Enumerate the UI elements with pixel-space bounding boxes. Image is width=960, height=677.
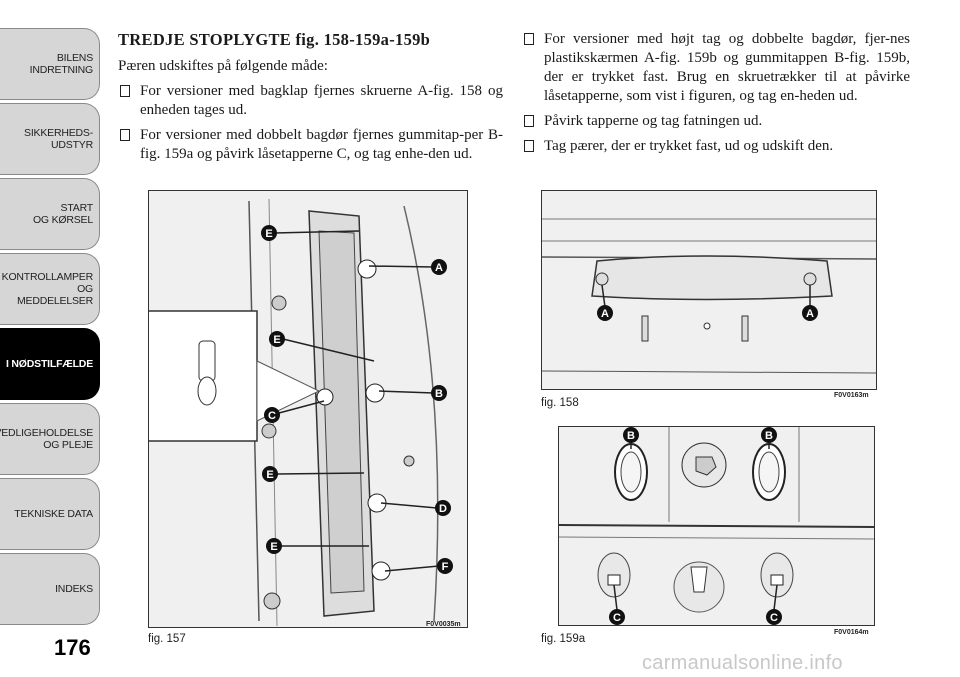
list-item: For versioner med bagklap fjernes skruer… bbox=[118, 82, 503, 120]
figure-157-code: F0V0035m bbox=[426, 621, 461, 628]
figure-158-caption: fig. 158 bbox=[541, 397, 579, 409]
callout-label: B bbox=[627, 430, 635, 442]
figure-157: E A E B C E D E F bbox=[148, 190, 468, 628]
double-door-light-illustration: B B C C bbox=[559, 427, 874, 625]
tab-label: I NØDSTILFÆLDE bbox=[5, 358, 93, 370]
figure-157-caption: fig. 157 bbox=[148, 633, 186, 645]
tab-label: KONTROLLAMPER OG MEDDELELSER bbox=[1, 271, 94, 307]
intro-text: Pæren udskiftes på følgende måde: bbox=[118, 58, 328, 74]
tab-label: START OG KØRSEL bbox=[32, 202, 93, 226]
tab-label: TEKNISKE DATA bbox=[14, 508, 93, 520]
tab-label: INDEKS bbox=[55, 583, 93, 595]
callout-label: C bbox=[770, 612, 778, 624]
left-bullet-list: For versioner med bagklap fjernes skruer… bbox=[118, 82, 503, 164]
tab-label: VEDLIGEHOLDELSE OG PLEJE bbox=[0, 427, 93, 451]
tab-label: SIKKERHEDS- UDSTYR bbox=[24, 127, 93, 151]
stop-light-illustration: E A E B C E D E F bbox=[149, 191, 467, 627]
callout-label: A bbox=[435, 262, 443, 274]
roof-light-illustration: A A bbox=[542, 191, 876, 389]
callout-label: B bbox=[765, 430, 773, 442]
callout-label: F bbox=[442, 561, 449, 573]
right-column: For versioner med højt tag og dobbelte b… bbox=[522, 30, 910, 156]
figure-158-code: F0V0163m bbox=[834, 392, 869, 399]
tab-i-nodstilfaelde[interactable]: I NØDSTILFÆLDE bbox=[0, 328, 100, 400]
callout-label: A bbox=[601, 308, 609, 320]
tab-sikkerhedsudstyr[interactable]: SIKKERHEDS- UDSTYR bbox=[0, 103, 100, 175]
callout-label: B bbox=[435, 388, 443, 400]
list-item: Tag pærer, der er trykket fast, ud og ud… bbox=[522, 137, 910, 156]
figure-159a: B B C C bbox=[558, 426, 875, 626]
callout-label: E bbox=[266, 469, 273, 481]
tab-label: BILENS INDRETNING bbox=[29, 52, 94, 76]
page-number: 176 bbox=[54, 635, 91, 660]
tab-start-og-korsel[interactable]: START OG KØRSEL bbox=[0, 178, 100, 250]
tab-vedligeholdelse[interactable]: VEDLIGEHOLDELSE OG PLEJE bbox=[0, 403, 100, 475]
figure-159a-caption: fig. 159a bbox=[541, 633, 586, 645]
tab-tekniske-data[interactable]: TEKNISKE DATA bbox=[0, 478, 100, 550]
callout-label: E bbox=[265, 228, 272, 240]
figure-158: A A bbox=[541, 190, 877, 390]
section-title: TREDJE STOPLYGTE fig. 158-159a-159b bbox=[118, 30, 431, 49]
watermark: carmanualsonline.info bbox=[642, 652, 843, 674]
callout-label: D bbox=[439, 503, 447, 515]
callout-label: C bbox=[268, 410, 276, 422]
list-item: For versioner med dobbelt bagdør fjernes… bbox=[118, 126, 503, 164]
right-bullet-list: For versioner med højt tag og dobbelte b… bbox=[522, 30, 910, 156]
list-item: Påvirk tapperne og tag fatningen ud. bbox=[522, 112, 910, 131]
tab-kontrollamper[interactable]: KONTROLLAMPER OG MEDDELELSER bbox=[0, 253, 100, 325]
callout-label: C bbox=[613, 612, 621, 624]
list-item: For versioner med højt tag og dobbelte b… bbox=[522, 30, 910, 106]
left-column: TREDJE STOPLYGTE fig. 158-159a-159b Pære… bbox=[118, 30, 503, 164]
callout-label: A bbox=[806, 308, 814, 320]
figure-159a-code: F0V0164m bbox=[834, 629, 869, 636]
callout-label: E bbox=[270, 541, 277, 553]
tab-bilens-indretning[interactable]: BILENS INDRETNING bbox=[0, 28, 100, 100]
callout-label: E bbox=[273, 334, 280, 346]
tab-indeks[interactable]: INDEKS bbox=[0, 553, 100, 625]
